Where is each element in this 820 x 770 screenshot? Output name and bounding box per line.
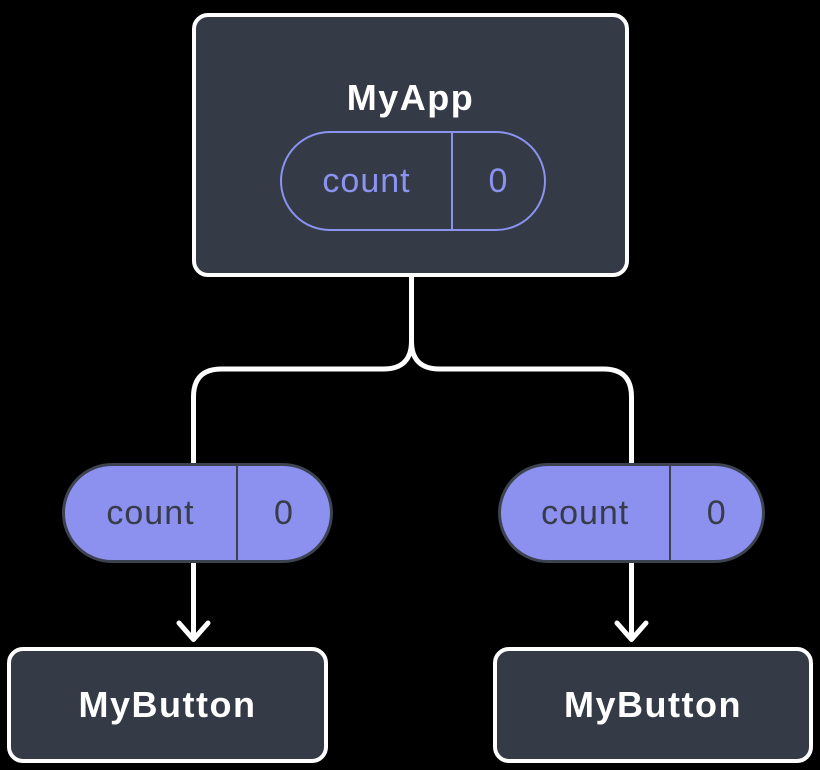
prop-pill-right: count 0 bbox=[498, 463, 765, 563]
node-myapp: MyApp count 0 bbox=[192, 13, 629, 277]
node-myapp-title: MyApp bbox=[346, 77, 475, 118]
node-mybutton-right: MyButton bbox=[493, 647, 813, 763]
arrow-right-head bbox=[614, 620, 649, 642]
prop-pill-right-value: 0 bbox=[706, 493, 727, 532]
state-pill-value: 0 bbox=[488, 161, 509, 200]
prop-pill-right-name: count bbox=[501, 466, 672, 560]
state-pill-name: count bbox=[282, 133, 453, 229]
state-pill-count: count 0 bbox=[280, 131, 546, 231]
prop-pill-left: count 0 bbox=[62, 463, 333, 563]
branch-right-connector bbox=[409, 275, 634, 466]
node-mybutton-right-title: MyButton bbox=[564, 684, 742, 725]
prop-pill-left-name: count bbox=[65, 466, 238, 560]
node-mybutton-left: MyButton bbox=[7, 647, 328, 763]
arrow-left-head bbox=[176, 620, 211, 642]
branch-left-connector bbox=[191, 275, 414, 466]
node-mybutton-left-title: MyButton bbox=[78, 684, 257, 725]
prop-pill-left-value: 0 bbox=[274, 493, 294, 532]
